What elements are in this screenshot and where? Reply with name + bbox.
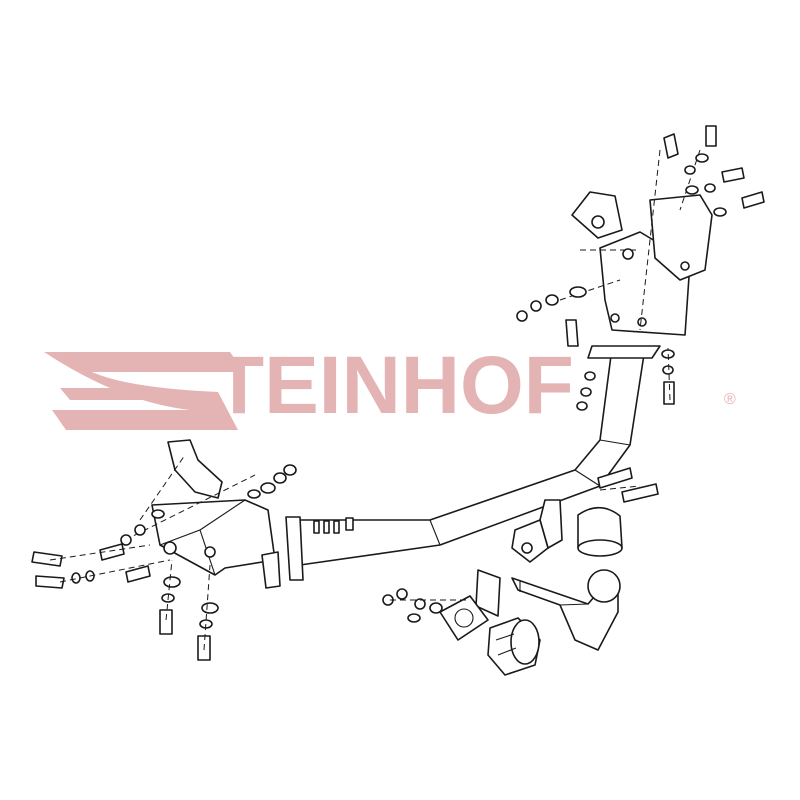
nut [530,300,542,312]
bolt [99,543,125,561]
ball-cover-cap [577,506,623,557]
nut [662,365,674,375]
washer [685,185,699,195]
bolt [663,133,679,159]
washer [429,602,443,614]
towbar-crossbar [285,345,661,581]
bolt [721,167,745,183]
electrical-socket-7pin [487,617,541,676]
nut [684,165,696,175]
nut [545,294,559,306]
washer [71,572,81,584]
nut [120,534,132,546]
nut [273,472,287,484]
assembly-guide-lines [49,347,671,651]
crossbar-end-cap [285,516,304,581]
washer [695,153,709,163]
right-side-plate [649,194,713,281]
right-upper-plate [571,191,623,239]
tow-neck-flange [539,499,563,549]
watermark-registered-mark: ® [724,391,736,408]
nut [396,588,408,600]
bolt [621,483,659,503]
washer [260,482,276,494]
bolt [159,609,173,635]
socket-bracket [439,569,501,641]
right-mounting-bracket [559,149,713,336]
nut [134,524,146,536]
washer [201,602,219,614]
washer [407,613,421,623]
socket-plate [439,595,489,641]
bolt [35,575,65,589]
bolt [741,191,765,209]
washer [247,489,261,499]
steinhof-logo-s-mark [44,352,244,430]
tow-ball-assembly [511,499,621,651]
bolt [125,565,151,583]
left-upper-plate [167,439,223,499]
washer [713,207,727,217]
nut [576,401,588,411]
bolt [663,381,675,405]
washer [580,387,592,397]
washer [569,286,587,298]
washer [584,371,596,381]
bolt [31,551,63,567]
bolt [597,467,633,489]
tow-ball [587,569,621,603]
fasteners [31,125,765,661]
nut [516,310,528,322]
washer [704,183,716,193]
washer [163,576,181,588]
nut [414,598,426,610]
steinhof-watermark: TEINHOF ® [44,340,736,431]
watermark-brand-text: TEINHOF [214,340,574,431]
washer [151,509,165,519]
bolt [565,319,579,347]
nut [283,464,297,476]
bolt [705,125,717,147]
left-mounting-bracket [124,439,281,589]
